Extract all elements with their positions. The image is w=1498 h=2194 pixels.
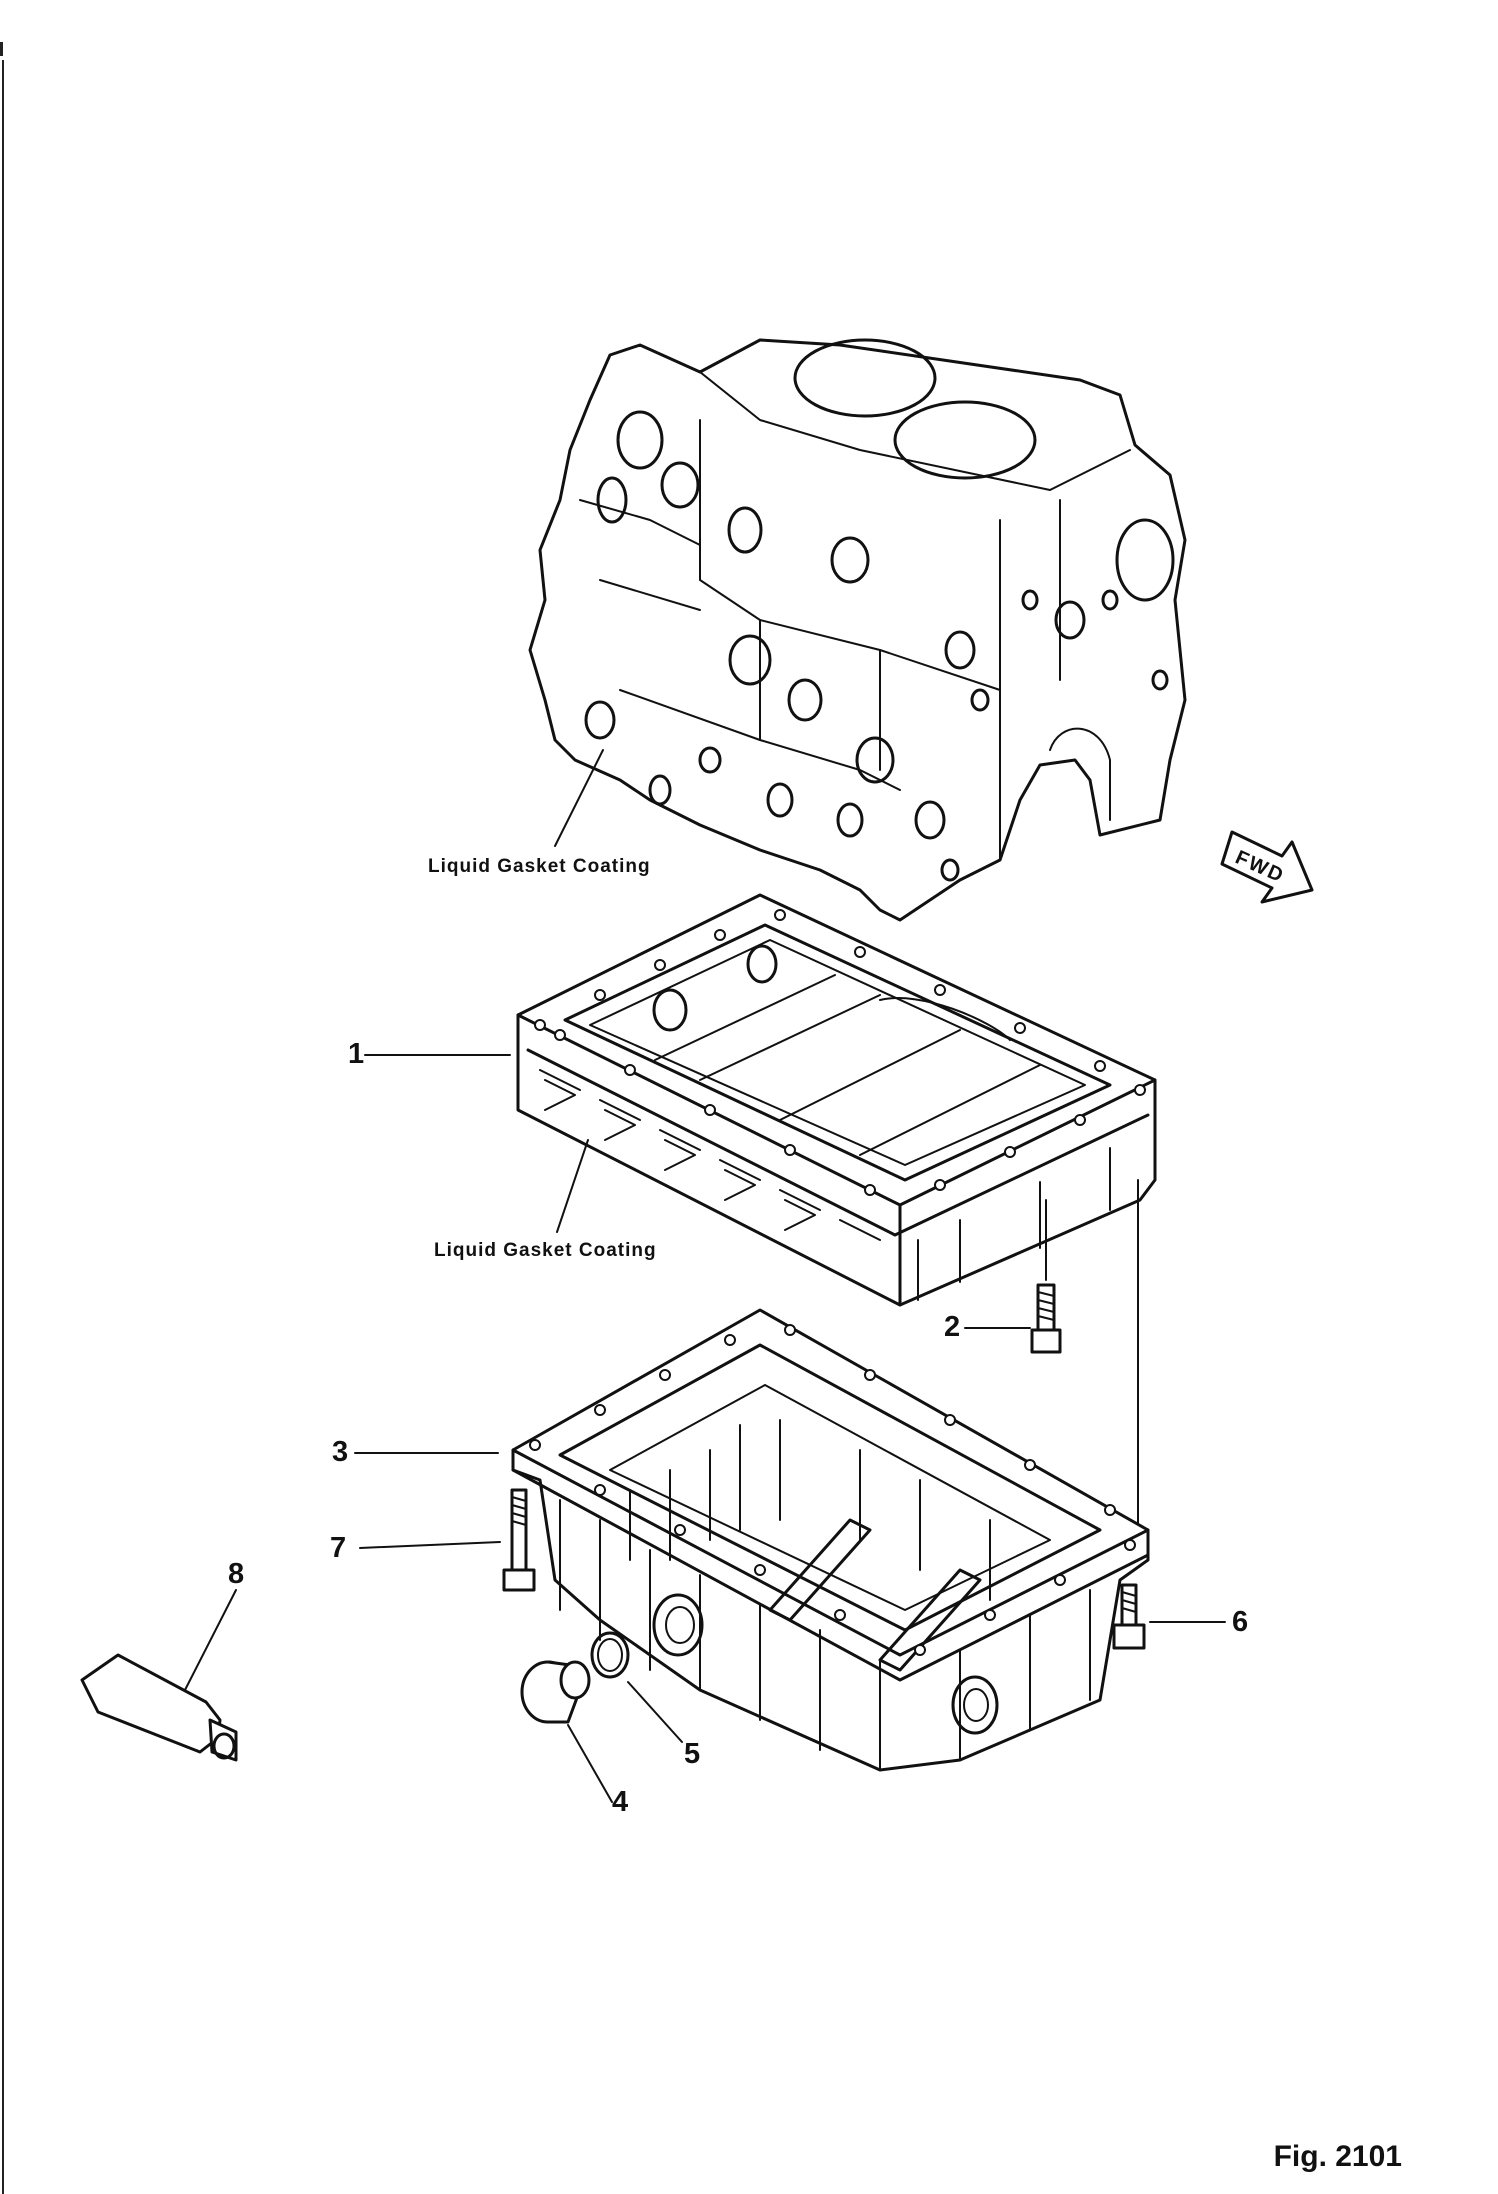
figure-caption: Fig. 2101 xyxy=(1273,2140,1402,2173)
callout-6: 6 xyxy=(1232,1606,1249,1638)
liquid-gasket-note-block: Liquid Gasket Coating xyxy=(428,856,651,877)
callout-3: 3 xyxy=(332,1436,349,1468)
oil-pan xyxy=(511,1308,1150,1772)
fwd-arrow-icon xyxy=(1220,830,1314,904)
bolt-part-2 xyxy=(1030,1283,1062,1354)
liquid-gasket-tube-part-8 xyxy=(80,1653,238,1762)
callout-2: 2 xyxy=(944,1311,961,1343)
callout-7: 7 xyxy=(330,1532,347,1564)
oil-pan-upper-frame xyxy=(516,893,1157,1307)
liquid-gasket-note-frame: Liquid Gasket Coating xyxy=(434,1240,657,1261)
page-frame-left-border xyxy=(2,60,4,2194)
callout-1: 1 xyxy=(348,1038,365,1070)
bolt-part-6 xyxy=(1112,1583,1146,1650)
callout-8: 8 xyxy=(228,1558,245,1590)
engine-block xyxy=(528,338,1187,922)
bolt-part-7 xyxy=(502,1488,536,1592)
callout-4: 4 xyxy=(612,1786,629,1818)
drain-plug-part-4 xyxy=(520,1660,591,1724)
callout-5: 5 xyxy=(684,1738,701,1770)
o-ring-part-5 xyxy=(590,1631,630,1679)
callout-leaders xyxy=(184,749,1226,1803)
page-frame-tick xyxy=(0,42,9,56)
